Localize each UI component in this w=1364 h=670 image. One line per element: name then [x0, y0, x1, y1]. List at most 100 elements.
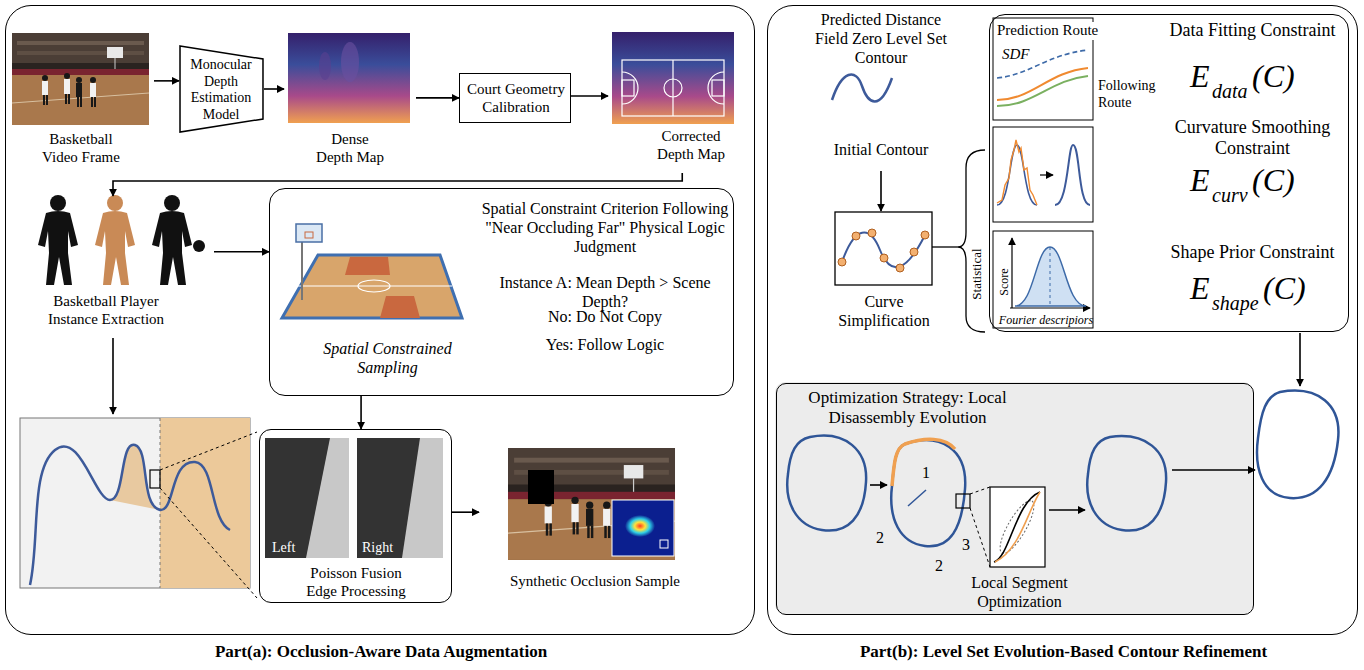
contour-node: Predicted Distance Field Zero Level Set …	[791, 9, 971, 171]
curvature-plot	[1040, 174, 1053, 175]
axis-label: Statistical	[969, 248, 984, 299]
flow-arrow	[113, 173, 682, 196]
dense-depth-image	[319, 52, 331, 80]
initial-contour-curve	[832, 74, 892, 101]
criterion-box: Spatial Constraint Criterion Following "…	[269, 188, 734, 396]
simplified-curve	[852, 232, 860, 240]
court-perspective	[305, 232, 313, 238]
court-perspective	[282, 255, 462, 318]
part-caption: Part(a): Occlusion-Aware Data Augmentati…	[6, 642, 756, 662]
part-caption: Part(b): Level Set Evolution-Based Conto…	[768, 642, 1359, 662]
evolution-arrows	[870, 484, 887, 486]
formula-symbol: (C)	[1263, 270, 1306, 308]
shape-prior-plot	[1050, 247, 1051, 306]
text-holder: Part(b): Level Set Evolution-Based Conto…	[768, 642, 1359, 662]
court-perspective	[282, 224, 462, 318]
simplify-node: Curve Simplification	[821, 211, 947, 343]
video-frame-image	[12, 33, 149, 125]
node-text: Synthetic Occlusion Sample	[481, 573, 709, 591]
callout-number: 2	[876, 529, 884, 548]
dense-depth-image	[288, 33, 410, 123]
formula-symbol: (C)	[1252, 162, 1295, 200]
node-text: Curvature Smoothing Constraint	[1160, 117, 1345, 159]
text-holder: Instance A: Mean Depth > Scene Depth?	[480, 274, 730, 312]
court-perspective	[380, 296, 420, 318]
node-text: No: Do Not Copy	[480, 308, 730, 327]
text-holder: Following Route	[1098, 78, 1160, 111]
court-perspective	[298, 285, 452, 286]
data-fit-plot	[997, 76, 1088, 106]
flow-arrow	[214, 251, 269, 253]
formula-subscript: shape	[1212, 292, 1259, 316]
player-silhouettes	[38, 195, 78, 285]
text-holder: Right	[362, 540, 407, 557]
local-segment-zoom	[956, 494, 970, 508]
node-text: Fourier descripiors	[995, 313, 1097, 327]
formula-subscript: curv	[1212, 184, 1248, 208]
video-frame-image	[12, 33, 149, 125]
text-holder: E	[1190, 58, 1210, 96]
court-perspective	[358, 280, 390, 292]
contour-court-map	[30, 445, 230, 585]
text-holder: Yes: Follow Logic	[480, 336, 730, 355]
text-holder: 3	[962, 536, 970, 555]
process-box: Court Geometry Calibration	[459, 73, 571, 123]
corrected-depth-image	[612, 32, 734, 124]
node-text: Left	[272, 540, 312, 557]
text-holder: (C)	[1252, 58, 1295, 96]
node-text: Monocular Depth Estimation Model	[181, 57, 261, 123]
node-text: Right	[362, 540, 407, 557]
text-holder: Curvature Smoothing Constraint	[1160, 117, 1345, 159]
player-silhouettes	[152, 195, 192, 285]
court-perspective	[345, 257, 390, 275]
formula-symbol: E	[1190, 162, 1210, 200]
text-holder: Dense Depth Map	[314, 131, 386, 166]
shape-prior-plot	[1010, 307, 1090, 308]
flow-arrow	[880, 171, 882, 211]
synthetic-sample-image	[528, 470, 554, 504]
flow-arrow	[452, 511, 479, 513]
local-segment-zoom	[956, 487, 1045, 567]
simplified-curve	[842, 233, 925, 268]
fusion-edge-panels	[357, 438, 443, 558]
text-holder: Corrected Depth Map	[655, 128, 727, 163]
local-segment-zoom	[995, 492, 1040, 562]
text-holder: Spatial Constraint Criterion Following "…	[480, 200, 730, 257]
text-holder: data	[1212, 80, 1248, 104]
flow-arrow	[154, 80, 179, 82]
text-holder: curv	[1212, 184, 1248, 208]
node-text: Basketball Video Frame	[36, 131, 126, 166]
text-holder: Left	[272, 540, 312, 557]
corrected-depth-image	[622, 80, 634, 96]
formula-symbol: E	[1190, 58, 1210, 96]
contour-court-map	[160, 488, 257, 598]
text-holder: Spatial Constrained Sampling	[320, 340, 455, 378]
evolution-arrows	[1172, 469, 1255, 471]
synthetic-sample-image	[612, 500, 674, 556]
image-node: Basketball Player Instance Extraction	[19, 196, 214, 338]
text-holder: Prediction Route	[997, 22, 1098, 40]
local-segment-zoom	[994, 492, 1040, 562]
node-text: SDF	[1002, 46, 1030, 64]
player-silhouettes	[193, 240, 205, 252]
text-holder: Data Fitting Constraint	[1160, 20, 1345, 41]
bracket	[958, 150, 985, 332]
text-holder: Initial Contour	[811, 141, 951, 160]
node-text: Prediction Route	[997, 22, 1098, 40]
plot-node: Prediction RouteSDF Following Route	[993, 18, 1163, 126]
node-text: Poisson Fusion Edge Processing	[301, 565, 411, 600]
text-holder: 2	[876, 529, 884, 548]
flow-arrow	[264, 88, 284, 90]
plot-node: ScoreFourier descripiors	[993, 231, 1100, 331]
text-holder: 1	[922, 464, 930, 483]
simplified-curve	[921, 231, 929, 239]
bracket	[932, 150, 985, 332]
constraint-down-arrow	[1299, 333, 1301, 386]
evolution-contours	[892, 439, 955, 486]
shape-prior-plot	[1015, 247, 1086, 306]
node-text: Curve Simplification	[824, 293, 944, 331]
trapezoid-outline	[180, 46, 263, 132]
curvature-plot	[993, 127, 1093, 222]
text-holder: SDF	[1002, 46, 1030, 64]
corrected-depth-image	[664, 79, 682, 97]
